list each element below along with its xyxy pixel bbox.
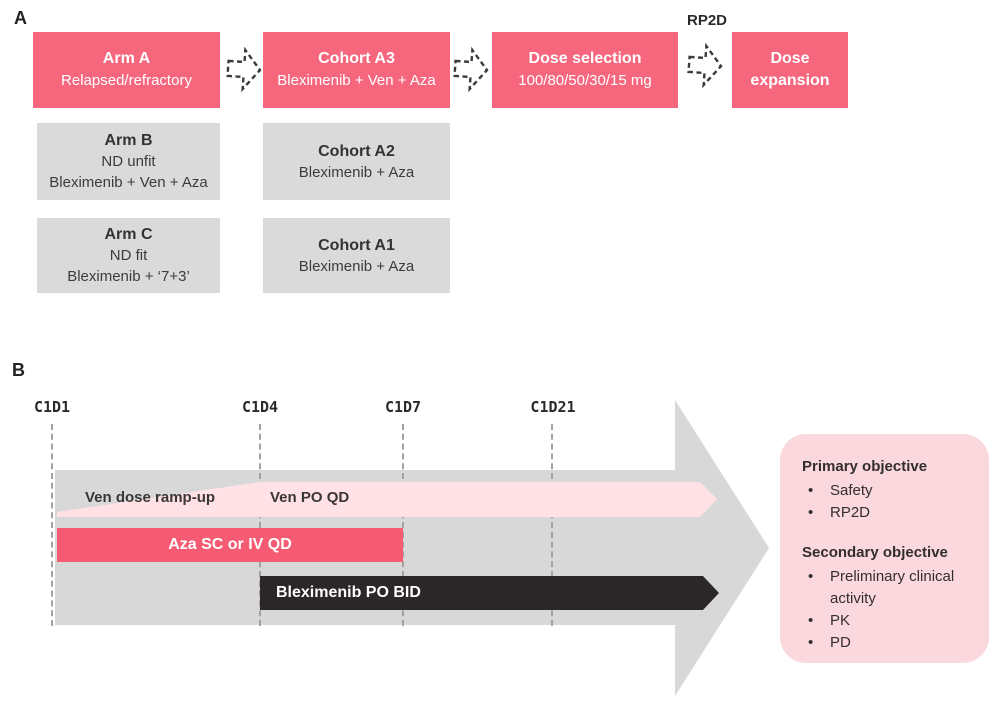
timepoint-label-c1d7: C1D7: [384, 398, 422, 416]
cohort-a1-box: Cohort A1 Bleximenib + Aza: [263, 218, 450, 293]
dose-selection-subtitle: 100/80/50/30/15 mg: [518, 72, 652, 89]
gridline-c1d7: [402, 424, 404, 626]
arm-b-box: Arm B ND unfit Bleximenib + Ven + Aza: [37, 123, 220, 200]
arm-a-box: Arm A Relapsed/refractory: [33, 32, 220, 108]
cohort-a2-box: Cohort A2 Bleximenib + Aza: [263, 123, 450, 200]
objective-item: Safety: [802, 480, 975, 502]
primary-objective-title: Primary objective: [802, 458, 928, 475]
dose-expansion-box: Dose expansion: [732, 32, 848, 108]
gridline-c1d1: [51, 424, 53, 626]
arm-c-box: Arm C ND fit Bleximenib + ‘7+3’: [37, 218, 220, 293]
aza-bar: Aza SC or IV QD: [57, 528, 403, 562]
arm-a-subtitle: Relapsed/refractory: [61, 72, 192, 89]
aza-bar-label: Aza SC or IV QD: [168, 536, 292, 553]
flow-arrow-icon: [226, 46, 262, 93]
objective-item: RP2D: [802, 502, 975, 524]
timepoint-label-c1d21: C1D21: [530, 398, 576, 416]
objective-item: PK: [802, 610, 975, 632]
timepoint-label-c1d1: C1D1: [33, 398, 71, 416]
arm-c-title: Arm C: [104, 226, 153, 243]
cohort-a3-title: Cohort A3: [318, 50, 395, 67]
arm-b-title: Arm B: [104, 132, 153, 149]
cohort-a1-title: Cohort A1: [318, 236, 395, 254]
dose-expansion-title: Dose expansion: [750, 50, 830, 89]
objective-item: PD: [802, 632, 975, 654]
arm-b-line: Bleximenib + Ven + Aza: [49, 174, 208, 191]
cohort-a3-subtitle: Bleximenib + Ven + Aza: [277, 72, 436, 89]
timeline-arrow: [55, 400, 769, 696]
dose-selection-box: Dose selection 100/80/50/30/15 mg: [492, 32, 678, 108]
gridline-c1d4: [259, 424, 261, 626]
secondary-objective-list: Preliminary clinical activity PK PD: [802, 566, 975, 654]
cohort-a3-box: Cohort A3 Bleximenib + Ven + Aza: [263, 32, 450, 108]
cohort-a2-line: Bleximenib + Aza: [298, 163, 415, 181]
ven-bar-label: Ven PO QD: [270, 489, 350, 506]
rp2d-label: RP2D: [686, 12, 727, 29]
arm-b-line: ND unfit: [101, 153, 156, 170]
cohort-a1-line: Bleximenib + Aza: [298, 257, 415, 275]
flow-arrow-icon: [687, 42, 723, 89]
dose-selection-title: Dose selection: [528, 50, 642, 67]
objective-item: Preliminary clinical activity: [802, 566, 975, 610]
cohort-a2-title: Cohort A2: [318, 142, 395, 160]
secondary-objective-title: Secondary objective: [802, 544, 948, 561]
ven-bar: [57, 482, 717, 517]
arm-a-title: Arm A: [102, 50, 151, 67]
flow-arrow-icon: [453, 46, 489, 93]
gridline-c1d21: [551, 424, 553, 626]
arm-c-line: Bleximenib + ‘7+3’: [67, 268, 190, 285]
arm-c-line: ND fit: [109, 247, 148, 264]
bleximenib-bar: [260, 576, 719, 610]
objectives-box: Primary objective Safety RP2D Secondary …: [780, 434, 989, 663]
panel-b-label: B: [12, 360, 25, 380]
timepoint-label-c1d4: C1D4: [241, 398, 279, 416]
bleximenib-bar-label: Bleximenib PO BID: [276, 584, 421, 601]
ven-ramp-label: Ven dose ramp-up: [85, 489, 216, 506]
panel-a-label: A: [14, 8, 27, 28]
primary-objective-list: Safety RP2D: [802, 480, 975, 524]
